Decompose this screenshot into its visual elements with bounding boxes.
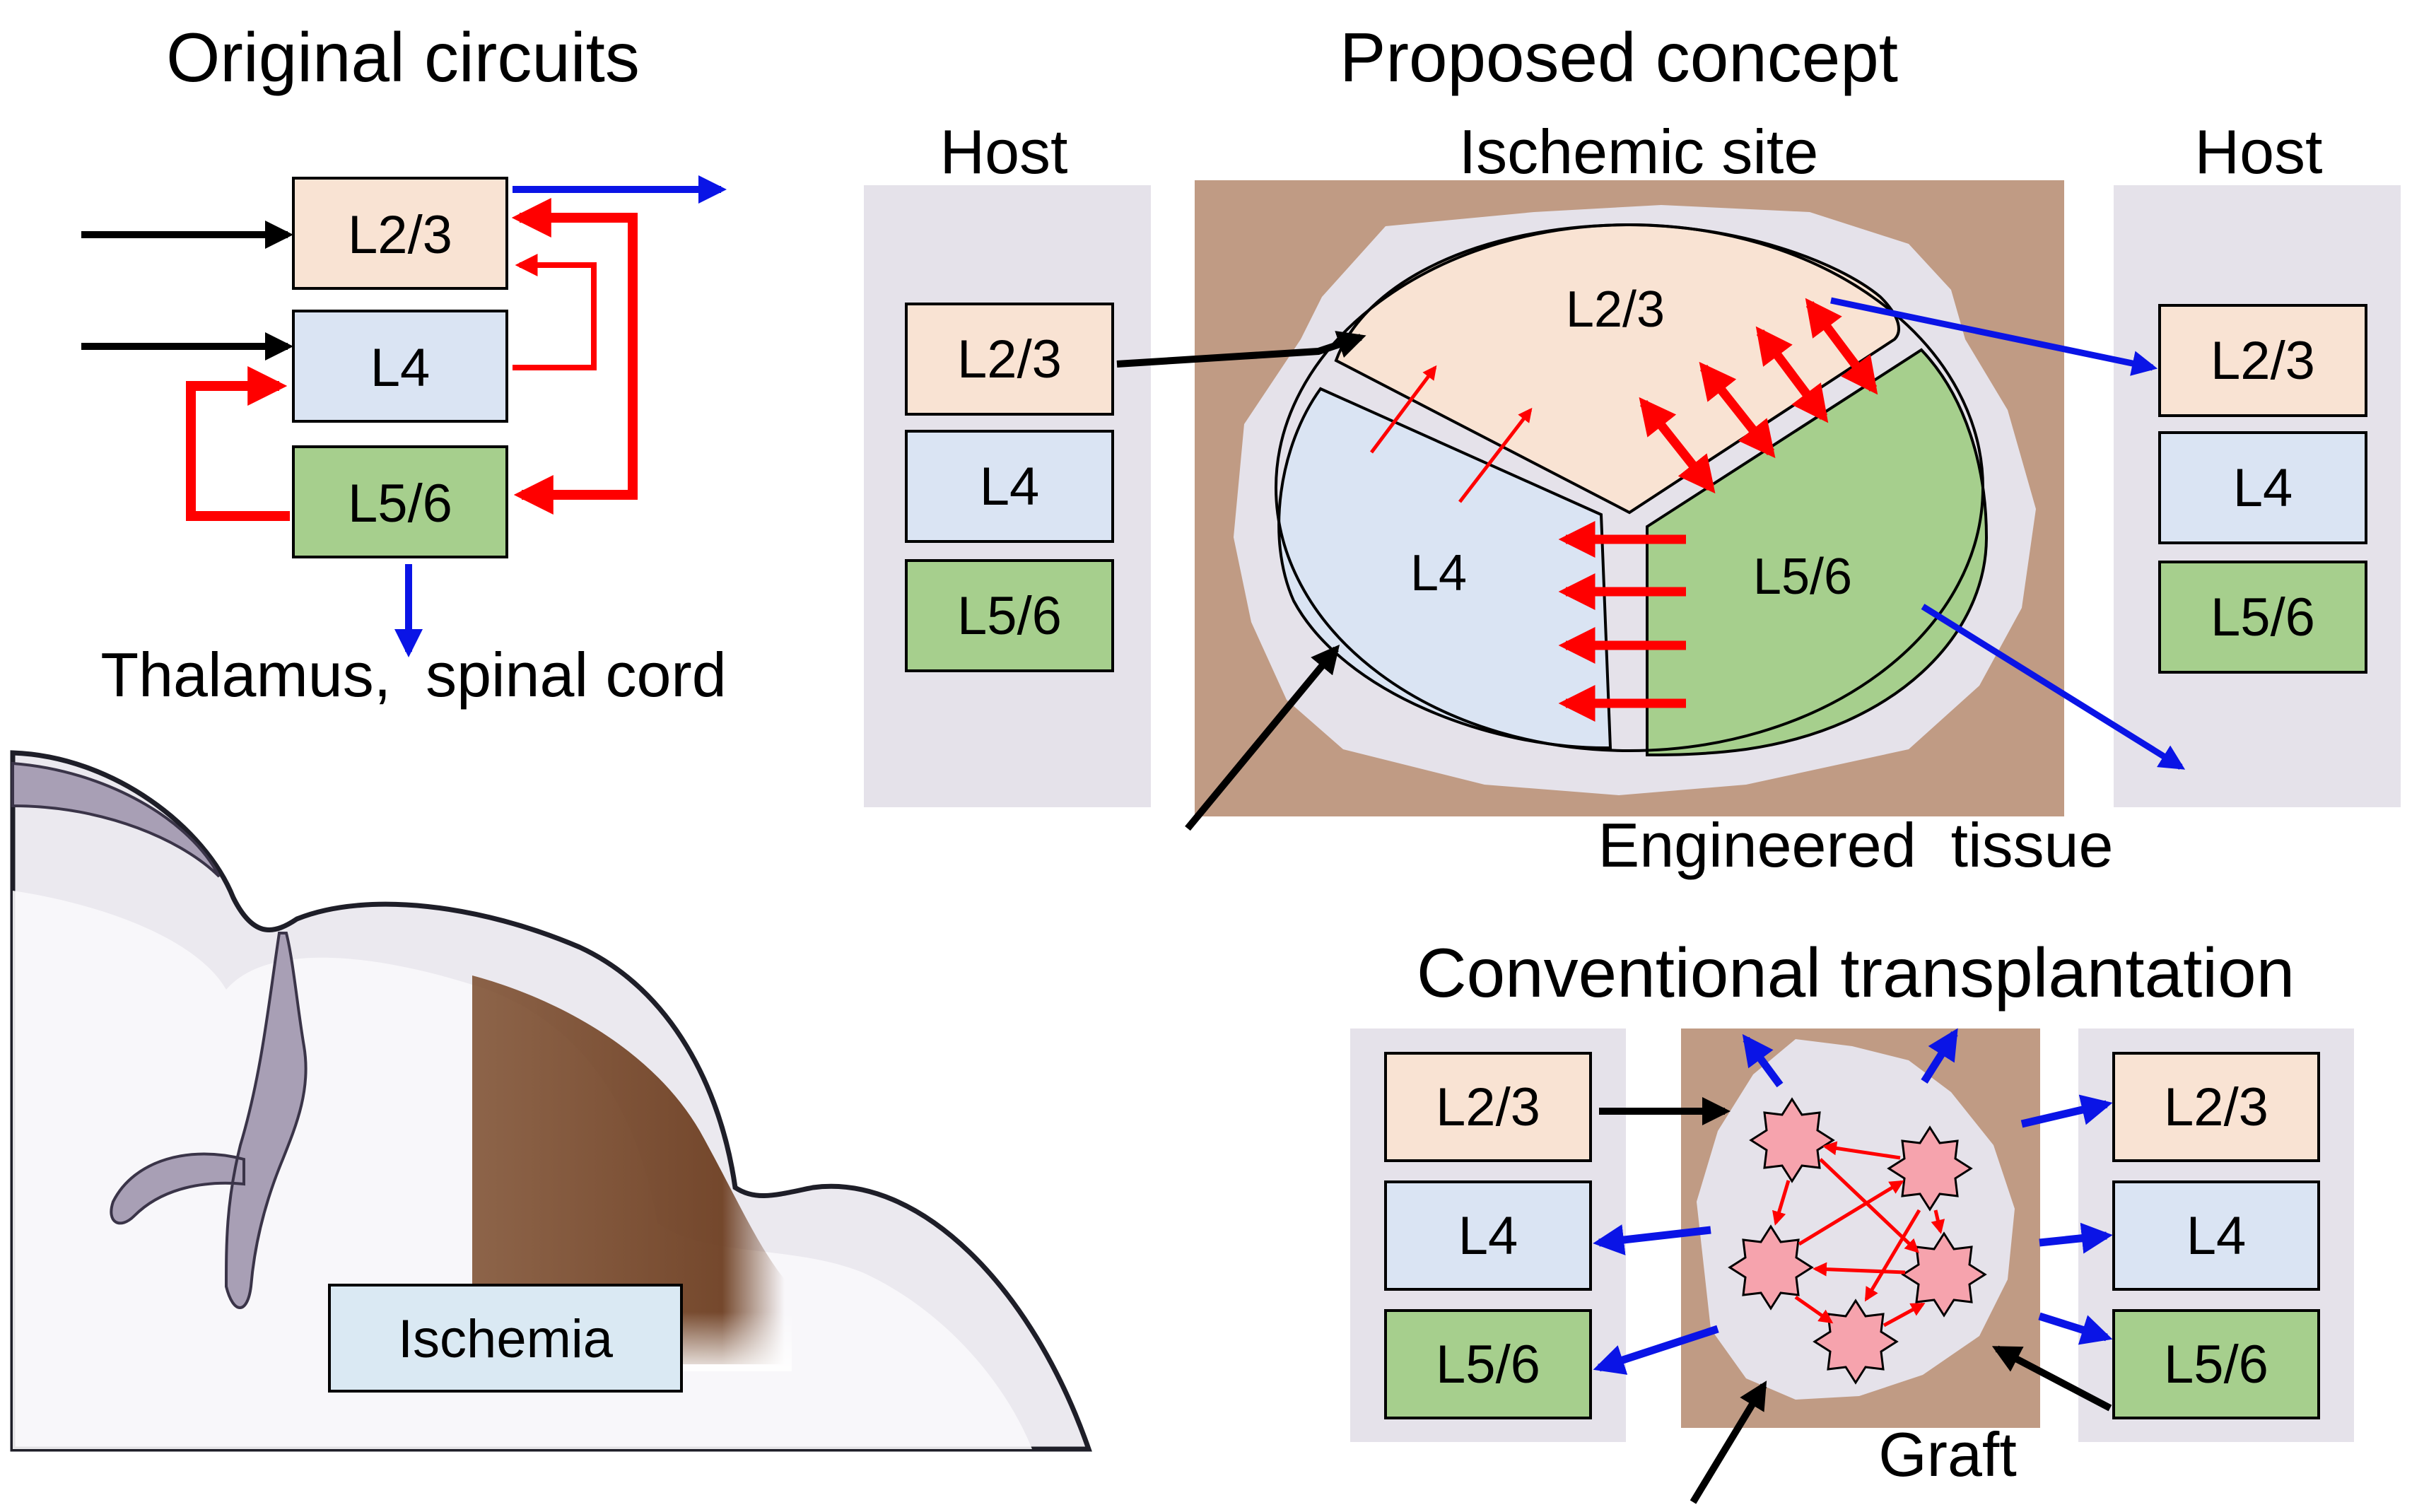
- tissue-label-l56: L5/6: [1753, 549, 1852, 605]
- prop-arrow-input-l4: [1185, 644, 1340, 831]
- prop-host-left-l23: [905, 303, 1114, 416]
- neuron-4: [1901, 1231, 1987, 1318]
- orig-loop-l56-to-l4: [186, 366, 290, 521]
- conv-host-right-label-l4: L4: [2186, 1206, 2247, 1266]
- prop-host-left-l4: [905, 430, 1114, 543]
- graft-neurons: [1728, 1097, 1987, 1385]
- prop-host-right-l23: [2158, 304, 2367, 417]
- conv-arrow-out-right-l23: [2020, 1094, 2113, 1128]
- graft-label: Graft: [1878, 1419, 2017, 1489]
- prop-host-right-label-l56: L5/6: [2211, 587, 2315, 647]
- tissue-biarrow-1: [1639, 397, 1716, 494]
- conventional-title: Conventional transplantation: [1417, 934, 2295, 1012]
- graft-arrow-5-4: [1883, 1302, 1926, 1328]
- tissue-biarrow-4: [1805, 298, 1878, 395]
- proposed-host-left-label: Host: [940, 117, 1068, 187]
- conv-host-left-l4: [1384, 1180, 1592, 1291]
- brain-illustration: Ischemia: [10, 750, 1092, 1452]
- tissue-label: Engineered tissue: [1598, 810, 2114, 880]
- proposed-title: Proposed concept: [1340, 18, 1898, 96]
- orig-box-l56: [292, 445, 508, 558]
- brain-ventricle: [110, 932, 308, 1309]
- conv-host-right-l23: [2112, 1052, 2320, 1162]
- orig-label-l56: L5/6: [348, 474, 452, 534]
- orig-output-label: Thalamus, spinal cord: [100, 640, 726, 710]
- conv-host-right-l4: [2112, 1180, 2320, 1291]
- conv-arrow-input-bottom: [1690, 1381, 1767, 1504]
- tissue-biarrow-2: [1699, 361, 1776, 459]
- conv-host-right-l56: [2112, 1309, 2320, 1419]
- graft-arrow-2-4: [1931, 1209, 1945, 1234]
- prop-host-right-label-l23: L2/3: [2211, 331, 2315, 391]
- conv-arrow-out-up-right: [1921, 1028, 1958, 1084]
- conv-host-left-label-l56: L5/6: [1436, 1335, 1540, 1395]
- tissue-label-l23: L2/3: [1566, 281, 1665, 338]
- graft-arrow-2-1: [1822, 1141, 1901, 1160]
- tissue-arrow-l4-l23-2: [1458, 407, 1533, 503]
- prop-host-right-l56: [2158, 561, 2367, 674]
- graft-network-arrows: [1772, 1141, 1945, 1328]
- tissue-outline: [1275, 223, 1984, 752]
- orig-label-l4: L4: [370, 338, 431, 398]
- tissue-label-l4: L4: [1410, 545, 1467, 602]
- conv-host-left-label-l23: L2/3: [1436, 1077, 1540, 1137]
- conv-arrow-out-left-l56: [1593, 1325, 1719, 1375]
- prop-arrow-host-to-tissue: [1116, 331, 1366, 368]
- prop-host-left-label-l56: L5/6: [957, 586, 1062, 646]
- graft-arrow-1-4: [1819, 1158, 1919, 1253]
- conventional-panel: Conventional transplantation L2/3 L4 L5/…: [1350, 934, 2354, 1504]
- prop-host-left-label-l4: L4: [980, 457, 1040, 517]
- conv-arrow-out-right-l4: [2039, 1222, 2113, 1254]
- conv-arrow-out-up-left: [1742, 1033, 1784, 1088]
- graft-arrow-1-3: [1772, 1180, 1791, 1226]
- conv-host-right-label-l23: L2/3: [2164, 1077, 2268, 1137]
- tissue-biarrow-3: [1755, 326, 1829, 423]
- ischemia-label-box: [328, 1284, 683, 1393]
- ischemia-label: Ischemia: [398, 1309, 614, 1369]
- conv-arrow-out-left-l4: [1593, 1224, 1711, 1255]
- prop-host-right-l4: [2158, 431, 2367, 544]
- neuron-1: [1749, 1097, 1835, 1183]
- neuron-3: [1728, 1224, 1814, 1311]
- orig-loop-l4-to-l23: [513, 254, 597, 370]
- neuron-5: [1813, 1299, 1899, 1385]
- orig-loop-l56-to-l23: [511, 198, 638, 515]
- conv-arrow-out-right-l56: [2038, 1312, 2113, 1345]
- neuron-2: [1887, 1125, 1973, 1212]
- graft-arrow-4-3: [1813, 1262, 1906, 1277]
- graft-arrow-3-5: [1794, 1295, 1834, 1324]
- graft-arrow-2-5: [1864, 1209, 1921, 1302]
- conv-arrow-input-right: [1991, 1345, 2112, 1412]
- prop-arrow-l23-to-host: [1830, 297, 2158, 376]
- orig-box-l4: [292, 310, 508, 423]
- prop-arrow-l56-output: [1921, 604, 2186, 770]
- tissue-arrow-l4-l23-1: [1370, 365, 1437, 454]
- conv-host-right-label-l56: L5/6: [2164, 1335, 2268, 1395]
- original-title: Original circuits: [166, 18, 640, 96]
- prop-host-left-l56: [905, 559, 1114, 672]
- conv-host-left-l23: [1384, 1052, 1592, 1162]
- proposed-concept-panel: Proposed concept Host Ischemic site Host…: [864, 18, 2401, 880]
- proposed-host-right-label: Host: [2195, 117, 2323, 187]
- brain-upper-fold: [11, 761, 221, 878]
- original-circuits-panel: Original circuits L2/3 L4 L5/6 Thalamus,…: [81, 18, 727, 710]
- conv-host-left-label-l4: L4: [1458, 1206, 1518, 1266]
- orig-box-l23: [292, 177, 508, 290]
- orig-label-l23: L2/3: [348, 205, 452, 265]
- prop-host-left-label-l23: L2/3: [957, 329, 1062, 389]
- prop-host-right-label-l4: L4: [2233, 458, 2293, 518]
- conv-host-left-l56: [1384, 1309, 1592, 1419]
- graft-arrow-3-2: [1798, 1180, 1904, 1246]
- proposed-site-label: Ischemic site: [1459, 117, 1819, 187]
